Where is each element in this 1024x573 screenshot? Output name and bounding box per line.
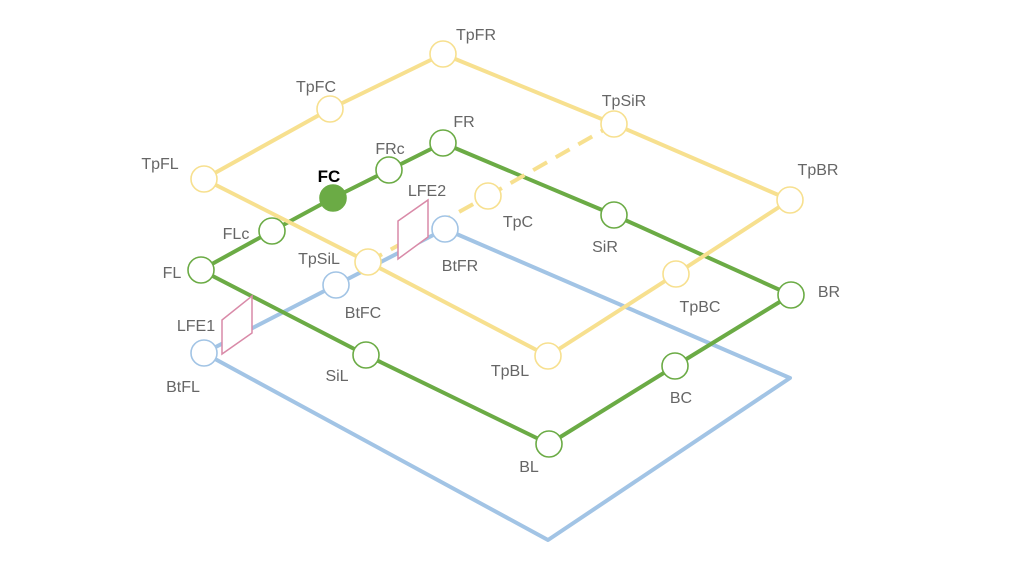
- speaker-node-tpbr: [776, 186, 804, 214]
- speaker-nodes: [187, 40, 805, 458]
- speaker-node-btfl: [190, 339, 218, 367]
- speaker-label-fc: FC: [318, 167, 341, 186]
- speaker-label-sil: SiL: [325, 368, 348, 385]
- speaker-label-bl: BL: [519, 459, 539, 476]
- speaker-labels: TpFL TpFC TpFR TpSiR TpBR TpC TpSiL TpBC TpBL FL F…: [141, 27, 840, 476]
- bottom-layer-outline-line: [203, 227, 792, 542]
- speaker-label-br: BR: [818, 284, 840, 301]
- speaker-label-bc: BC: [670, 390, 692, 407]
- speaker-label-tpbc: TpBC: [680, 299, 721, 316]
- speaker-node-tpsil: [354, 248, 382, 276]
- bottom-layer-outline: [203, 227, 792, 542]
- speaker-node-fr: [429, 129, 457, 157]
- speaker-node-fc: [319, 184, 347, 212]
- speaker-node-br: [777, 281, 805, 309]
- speaker-label-btfr: BtFR: [442, 258, 478, 275]
- speaker-node-bl: [535, 430, 563, 458]
- lfe2-shape: [397, 198, 429, 261]
- speaker-node-tpbl: [534, 342, 562, 370]
- speaker-label-tpfl: TpFL: [141, 156, 178, 173]
- speaker-node-tpfr: [429, 40, 457, 68]
- speaker-label-lfe2: LFE2: [408, 183, 446, 200]
- speaker-node-tpbc: [662, 260, 690, 288]
- speaker-label-frc: FRc: [375, 141, 404, 158]
- speaker-node-btfr: [431, 215, 459, 243]
- speaker-node-bc: [661, 352, 689, 380]
- speaker-node-tpc: [474, 182, 502, 210]
- speaker-label-btfl: BtFL: [166, 379, 200, 396]
- top-center-dashed-line-2: [367, 194, 489, 264]
- speaker-label-btfc: BtFC: [345, 305, 381, 322]
- speaker-label-tpsir: TpSiR: [602, 93, 646, 110]
- speaker-node-fl: [187, 256, 215, 284]
- speaker-label-tpfr: TpFR: [456, 27, 496, 44]
- speaker-label-fl: FL: [163, 265, 182, 282]
- speaker-label-sir: SiR: [592, 239, 618, 256]
- speaker-label-tpc: TpC: [503, 214, 533, 231]
- speaker-label-tpbr: TpBR: [798, 162, 839, 179]
- speaker-node-sir: [600, 201, 628, 229]
- lfe1-shape: [221, 294, 253, 356]
- top-center-dashed-line: [487, 122, 615, 198]
- speaker-node-tpfl: [190, 165, 218, 193]
- lfe-group: [221, 198, 429, 356]
- speaker-node-btfc: [322, 271, 350, 299]
- speaker-node-tpsir: [600, 110, 628, 138]
- speaker-node-tpfc: [316, 95, 344, 123]
- speaker-label-tpbl: TpBL: [491, 363, 529, 380]
- speaker-label-tpfc: TpFC: [296, 79, 336, 96]
- speaker-label-lfe1: LFE1: [177, 318, 215, 335]
- speaker-label-fr: FR: [453, 114, 474, 131]
- speaker-node-flc: [258, 217, 286, 245]
- speaker-label-tpsil: TpSiL: [298, 251, 340, 268]
- speaker-node-sil: [352, 341, 380, 369]
- speaker-label-flc: FLc: [223, 226, 250, 243]
- speaker-node-frc: [375, 156, 403, 184]
